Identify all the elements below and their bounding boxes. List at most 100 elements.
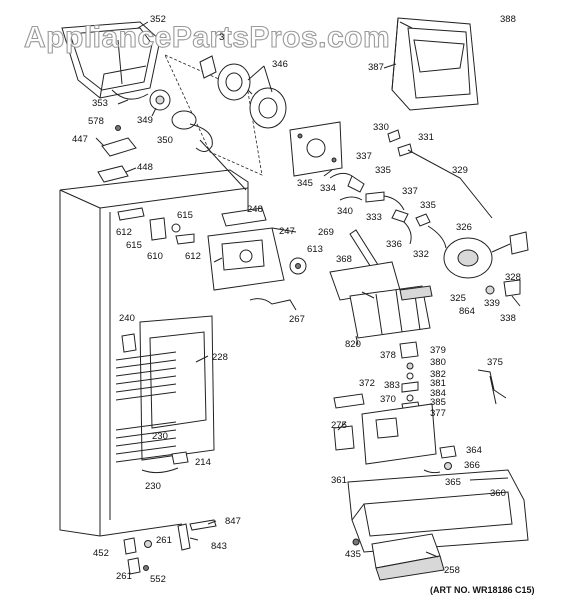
callout-349: 349 [137, 115, 153, 126]
callout-366: 366 [464, 460, 480, 471]
callout-332: 332 [413, 249, 429, 260]
part-dispenser-housing [391, 17, 479, 111]
part-dispenser-trim-lower [375, 555, 445, 581]
part-wire-tie-214 [171, 451, 189, 465]
callout-385: 385 [430, 397, 446, 408]
part-clip-448 [97, 165, 129, 183]
part-evaporator-coils [115, 351, 177, 463]
callout-261a: 261 [156, 535, 172, 546]
callout-333: 333 [366, 212, 382, 223]
part-wire-harness-267 [249, 298, 297, 311]
callout-552: 552 [150, 574, 166, 585]
callout-269: 269 [318, 227, 334, 238]
callout-3: 3 [219, 32, 224, 43]
callout-360: 360 [490, 488, 506, 499]
part-screw-435 [352, 538, 360, 546]
callout-240: 240 [119, 313, 135, 324]
callout-368: 368 [336, 254, 352, 265]
callout-230b: 230 [145, 481, 161, 492]
callout-345: 345 [297, 178, 313, 189]
part-auger-coupler [149, 89, 247, 191]
part-ice-mold [329, 261, 433, 339]
callout-335a: 335 [375, 165, 391, 176]
callout-387: 387 [368, 62, 384, 73]
part-fitting-364 [439, 445, 457, 459]
callout-230a: 230 [152, 431, 168, 442]
part-defrost-thermostat [121, 333, 137, 353]
callout-339: 339 [484, 298, 500, 309]
part-drain-heater [141, 467, 179, 474]
callout-435: 435 [345, 549, 361, 560]
callout-346: 346 [272, 59, 288, 70]
part-solenoid-assembly [443, 231, 529, 297]
callout-331: 331 [418, 132, 434, 143]
callout-337b: 337 [402, 186, 418, 197]
part-wire-harness-375 [477, 369, 507, 405]
callout-326: 326 [456, 222, 472, 233]
part-dispenser-switch-stack [399, 341, 421, 415]
callout-214: 214 [195, 457, 211, 468]
callout-338: 338 [500, 313, 516, 324]
callout-377: 377 [430, 408, 446, 419]
callout-261b: 261 [116, 571, 132, 582]
callout-864: 864 [459, 306, 475, 317]
part-ice-bucket [61, 21, 161, 99]
callout-447: 447 [72, 134, 88, 145]
callout-448: 448 [137, 162, 153, 173]
callout-847: 847 [225, 516, 241, 527]
callout-364: 364 [466, 445, 482, 456]
part-auger-rollers [217, 63, 287, 129]
callout-613: 613 [307, 244, 323, 255]
part-linkage-rod [387, 129, 493, 219]
callout-labels: 352 3 346 388 387 353 349 578 447 350 44… [72, 14, 521, 585]
callout-612b: 612 [185, 251, 201, 262]
callout-388: 388 [500, 14, 516, 25]
callout-228: 228 [212, 352, 228, 363]
callout-353: 353 [92, 98, 108, 109]
callout-381: 381 [430, 378, 446, 389]
part-bail-wire [111, 89, 149, 100]
callout-258: 258 [444, 565, 460, 576]
callout-350: 350 [157, 135, 173, 146]
watermark-text: AppliancePartsPros.com [24, 21, 390, 54]
callout-610: 610 [147, 251, 163, 262]
part-hose-clamps [329, 172, 447, 249]
callout-380: 380 [430, 357, 446, 368]
callout-335b: 335 [420, 200, 436, 211]
callout-361: 361 [331, 475, 347, 486]
callout-615a: 615 [177, 210, 193, 221]
part-motor-plate [289, 121, 343, 177]
callout-379: 379 [430, 345, 446, 356]
part-freezer-cabinet [59, 169, 249, 537]
callout-372: 372 [359, 378, 375, 389]
part-gear-613 [289, 257, 307, 275]
callout-382: 382 [430, 369, 446, 380]
callout-615b: 615 [126, 240, 142, 251]
part-ice-maker-body [207, 207, 297, 291]
art-number: (ART NO. WR18186 C15) [430, 585, 535, 595]
callout-336: 336 [386, 239, 402, 250]
callout-329: 329 [452, 165, 468, 176]
callout-384: 384 [430, 388, 446, 399]
callout-843: 843 [211, 541, 227, 552]
part-base-pan [347, 469, 529, 553]
part-freezer-brackets [117, 207, 195, 245]
callout-383: 383 [384, 380, 400, 391]
callout-378: 378 [380, 350, 396, 361]
part-tab-3 [199, 55, 217, 79]
callout-328: 328 [505, 272, 521, 283]
leader-lines [95, 21, 521, 558]
callout-578: 578 [88, 116, 104, 127]
part-screw-578 [115, 125, 121, 131]
callout-352: 352 [150, 14, 166, 25]
callout-325: 325 [450, 293, 466, 304]
callout-267: 267 [289, 314, 305, 325]
part-control-bracket [333, 393, 437, 465]
callout-247: 247 [279, 226, 295, 237]
callout-375: 375 [487, 357, 503, 368]
callout-248: 248 [247, 204, 263, 215]
callout-612a: 612 [116, 227, 132, 238]
callout-330: 330 [373, 122, 389, 133]
callout-334: 334 [320, 183, 336, 194]
